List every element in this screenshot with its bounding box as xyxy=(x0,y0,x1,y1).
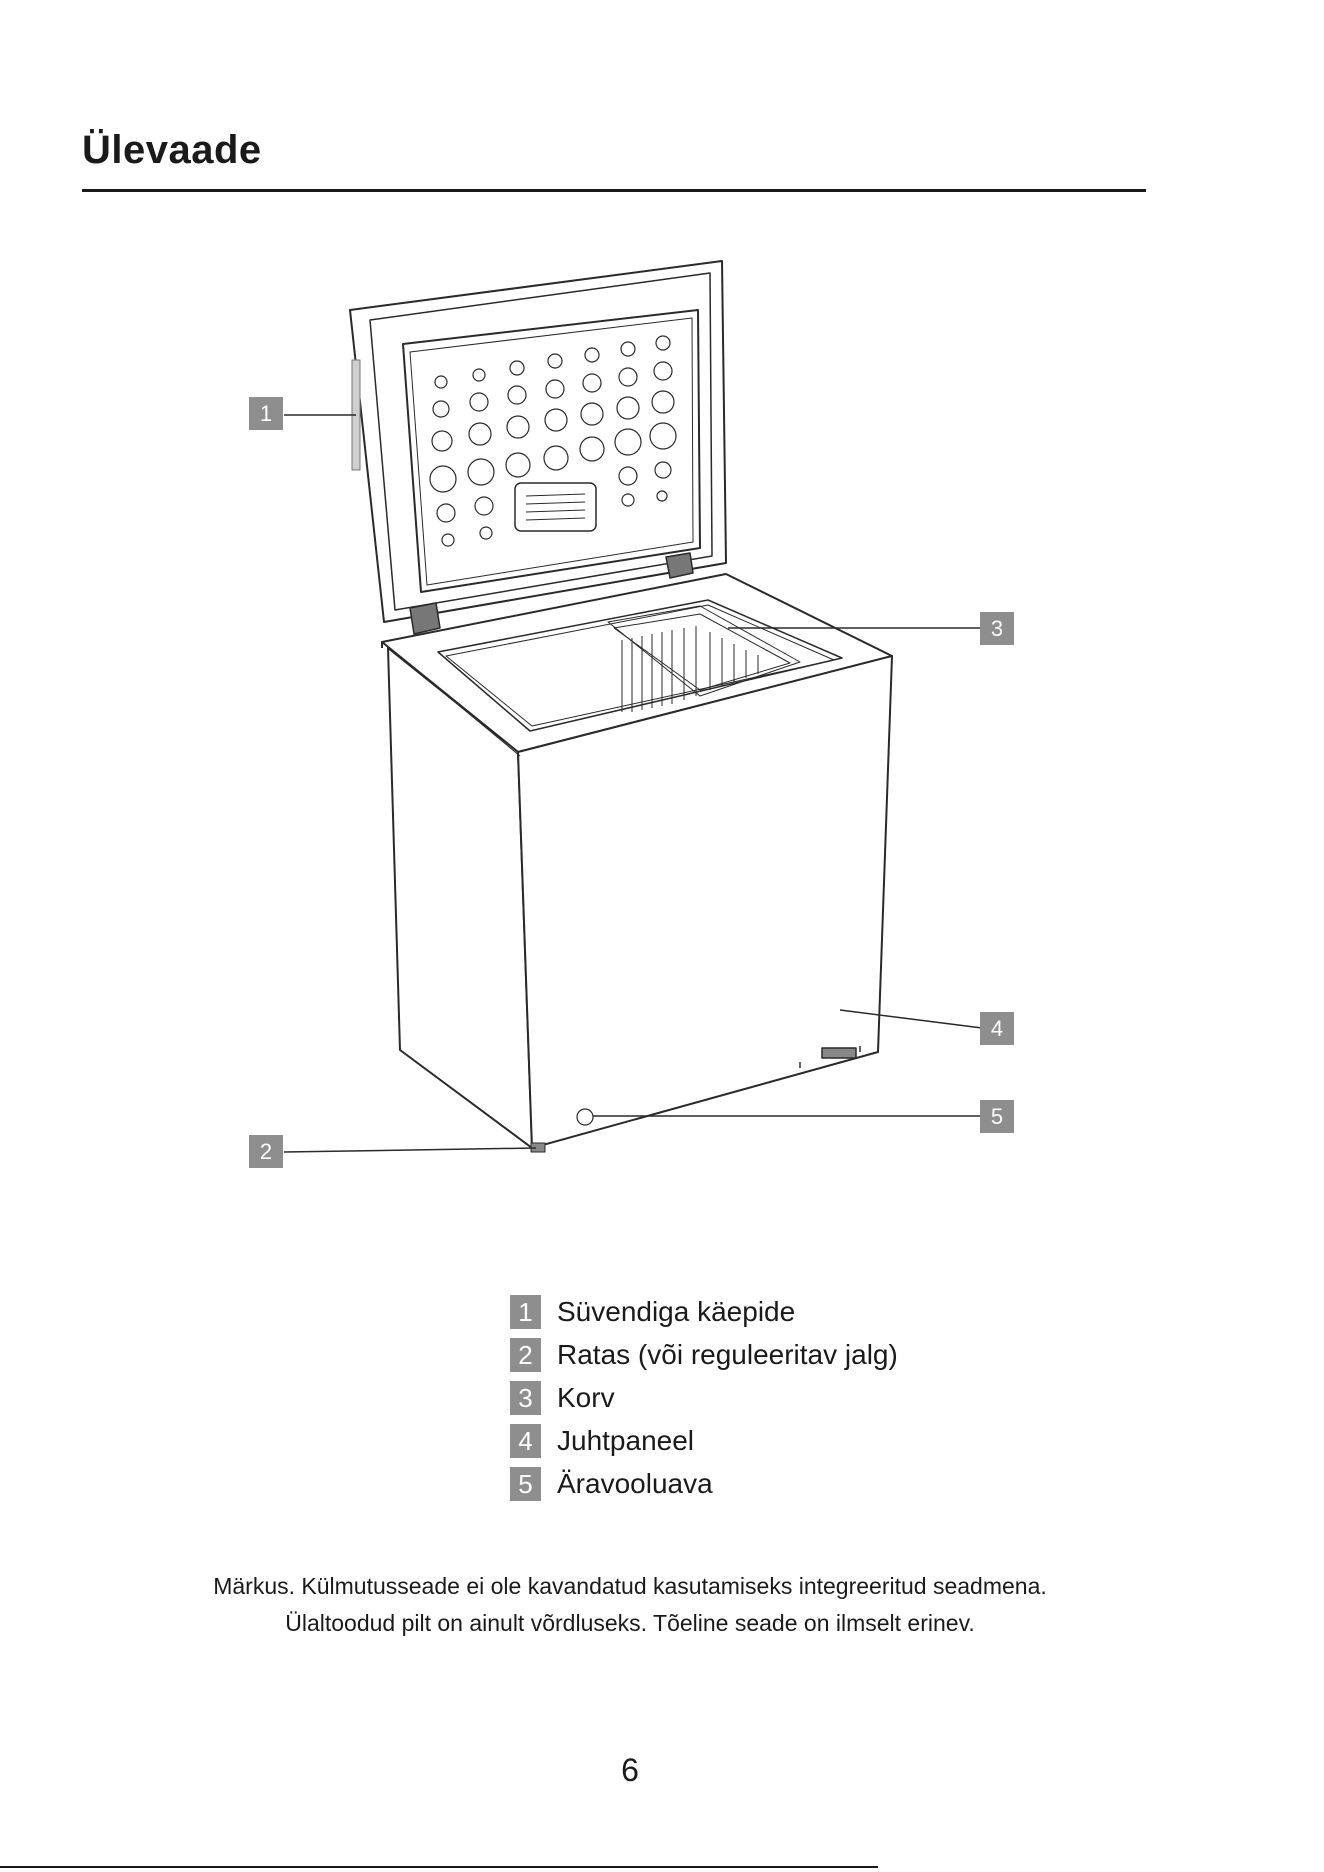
legend-badge: 1 xyxy=(510,1295,541,1329)
chest-freezer-diagram: 1 2 3 4 5 xyxy=(0,0,1324,1250)
svg-text:2: 2 xyxy=(260,1139,272,1164)
legend-item: 4 Juhtpaneel xyxy=(510,1419,898,1462)
legend-item: 1 Süvendiga käepide xyxy=(510,1290,898,1333)
legend-item: 2 Ratas (või reguleeritav jalg) xyxy=(510,1333,898,1376)
note-line: Märkus. Külmutusseade ei ole kavandatud … xyxy=(0,1568,1260,1605)
legend-item: 3 Korv xyxy=(510,1376,898,1419)
legend-badge: 5 xyxy=(510,1467,541,1501)
svg-text:1: 1 xyxy=(260,401,272,426)
legend-label: Juhtpaneel xyxy=(557,1425,694,1457)
legend-item: 5 Äravooluava xyxy=(510,1462,898,1505)
page-number: 6 xyxy=(0,1752,1260,1789)
legend-label: Ratas (või reguleeritav jalg) xyxy=(557,1339,898,1371)
callout-3: 3 xyxy=(980,612,1014,645)
legend-label: Äravooluava xyxy=(557,1468,713,1500)
legend-label: Süvendiga käepide xyxy=(557,1296,795,1328)
note: Märkus. Külmutusseade ei ole kavandatud … xyxy=(0,1568,1260,1642)
note-line: Ülaltoodud pilt on ainult võrdluseks. Tõ… xyxy=(0,1605,1260,1642)
freezer-illustration xyxy=(350,261,892,1152)
legend-label: Korv xyxy=(557,1382,615,1414)
callout-4: 4 xyxy=(980,1012,1014,1045)
footer-rule xyxy=(0,1866,878,1868)
callout-5: 5 xyxy=(980,1100,1014,1133)
svg-text:3: 3 xyxy=(991,616,1003,641)
legend-badge: 4 xyxy=(510,1424,541,1458)
callout-2: 2 xyxy=(249,1135,283,1168)
legend-badge: 2 xyxy=(510,1338,541,1372)
callout-1: 1 xyxy=(249,397,283,430)
parts-legend: 1 Süvendiga käepide 2 Ratas (või regulee… xyxy=(510,1290,898,1505)
svg-text:5: 5 xyxy=(991,1104,1003,1129)
svg-text:4: 4 xyxy=(991,1016,1003,1041)
freezer-cabinet xyxy=(382,574,892,1152)
legend-badge: 3 xyxy=(510,1381,541,1415)
